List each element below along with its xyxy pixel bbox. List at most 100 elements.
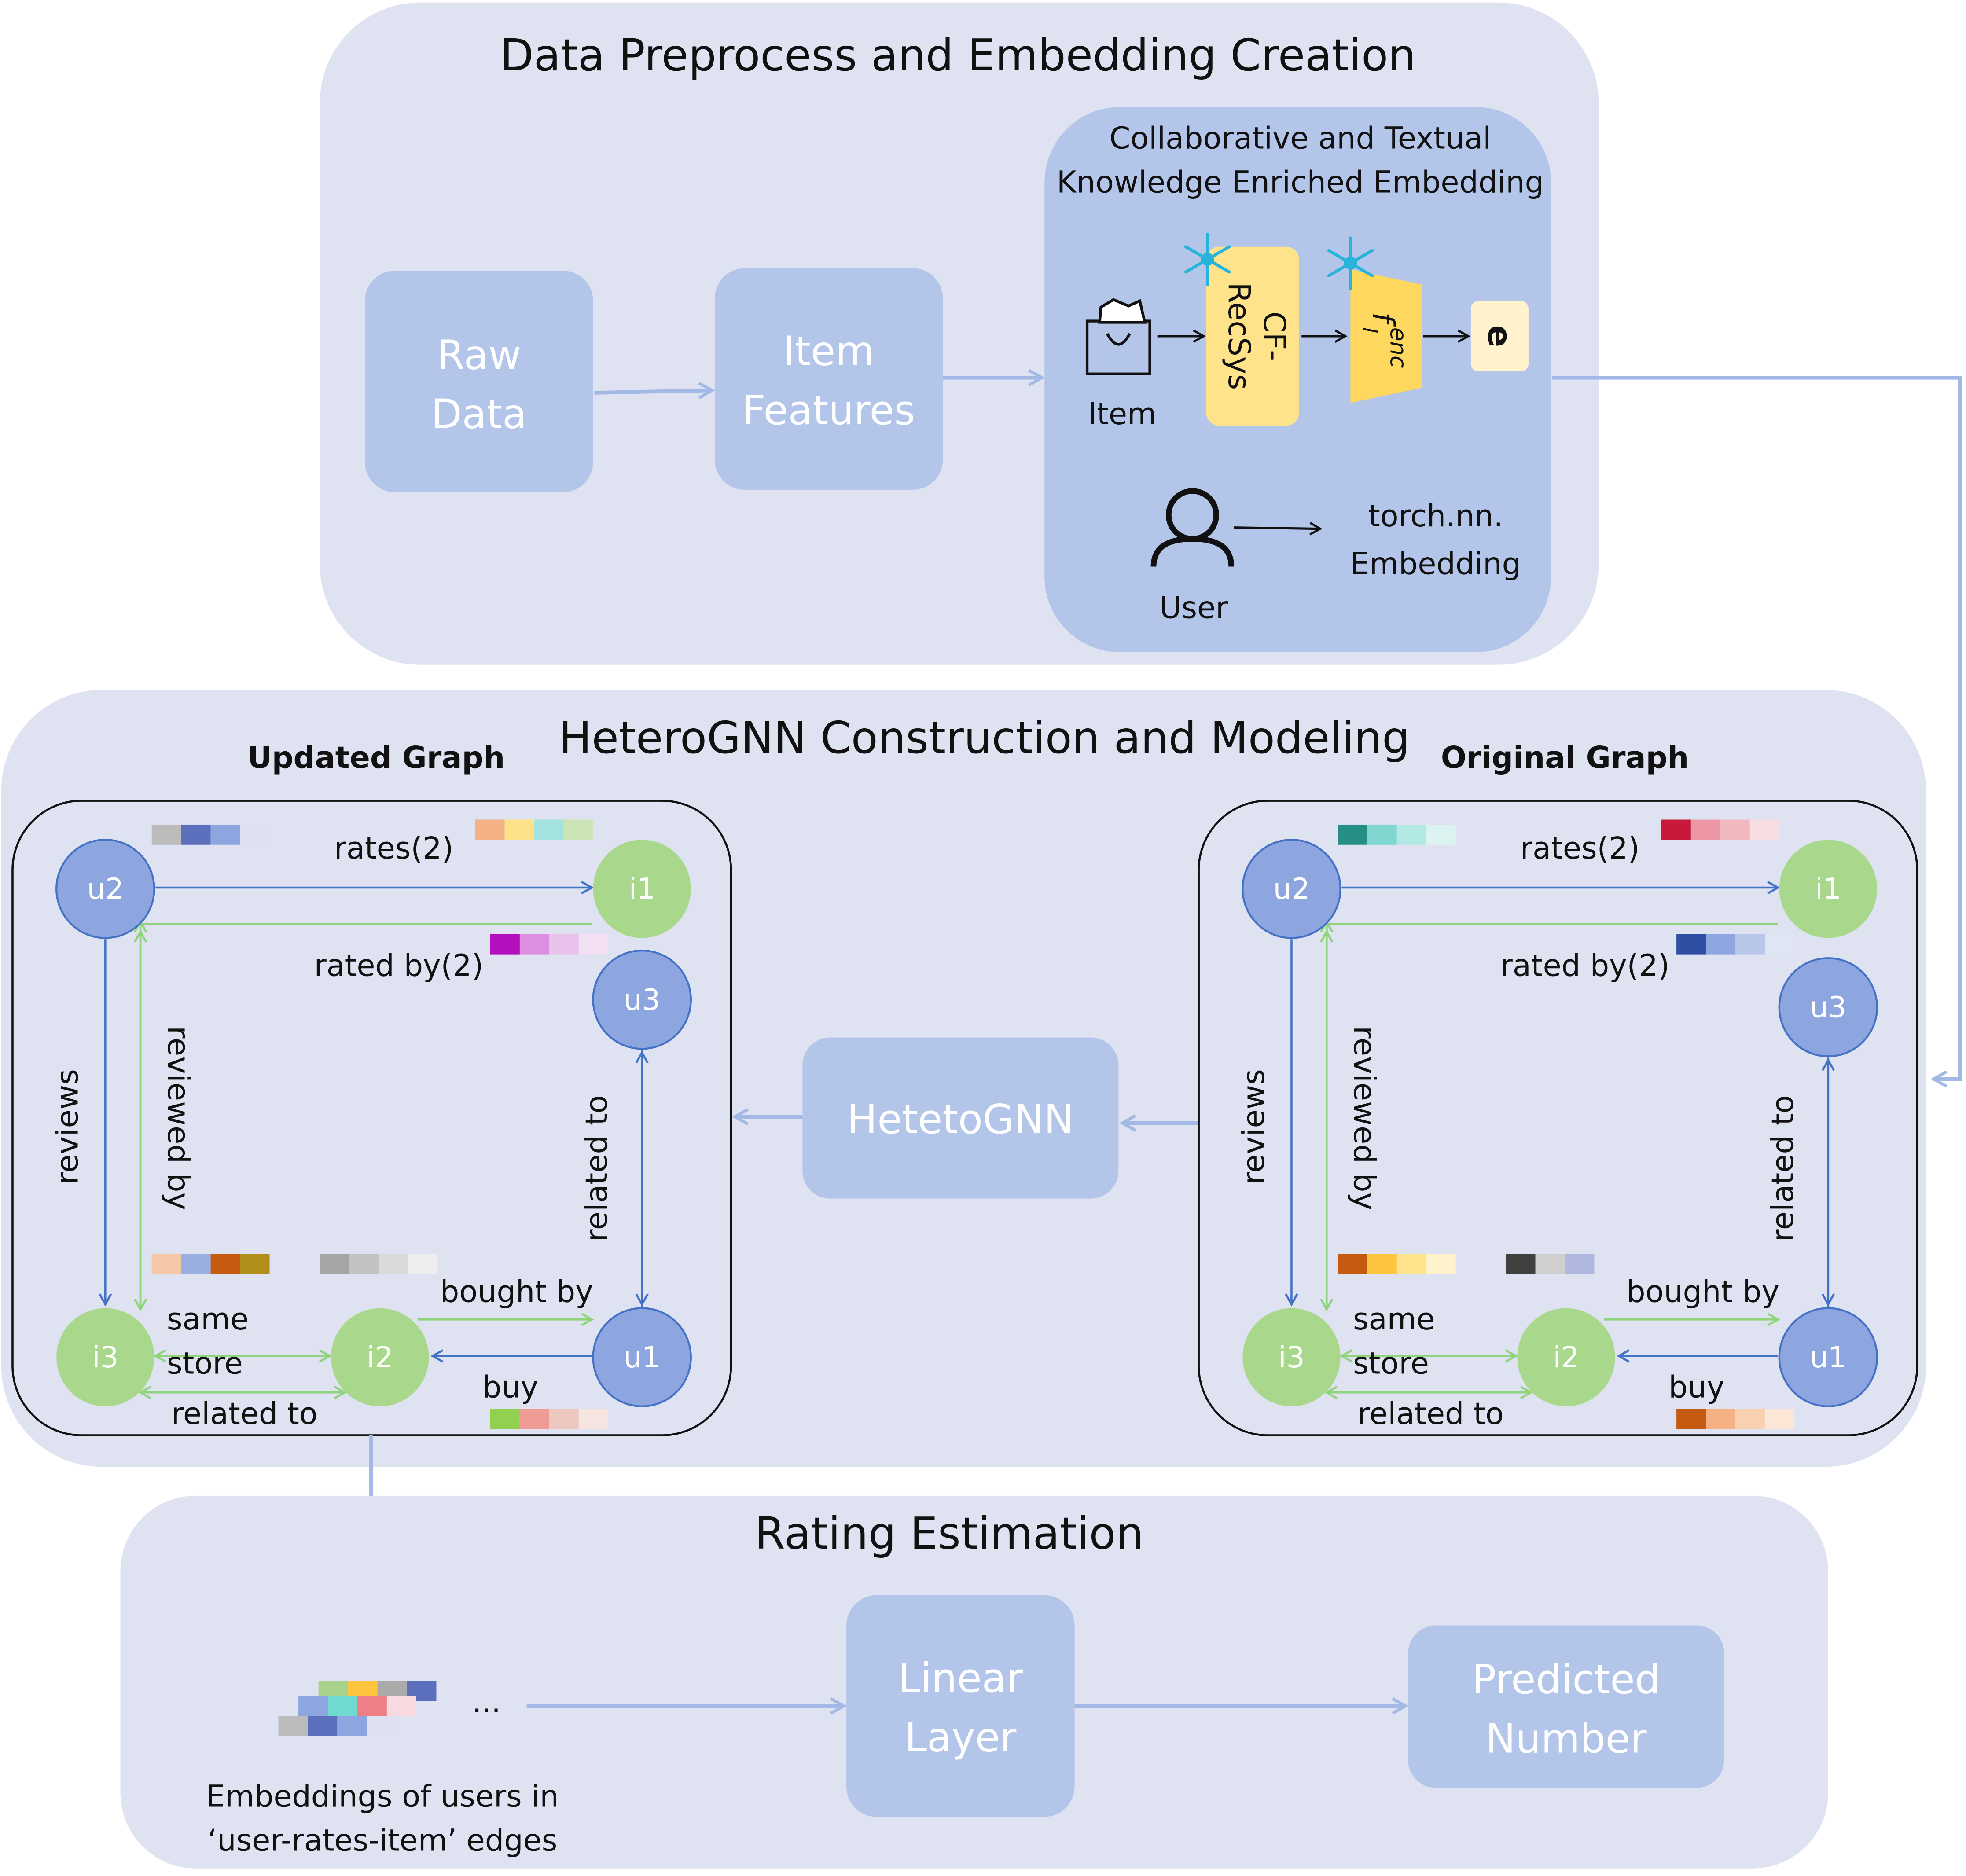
stack-cell xyxy=(337,1716,367,1736)
stack-cell xyxy=(367,1716,397,1736)
label-related-to-v: related to xyxy=(1765,1095,1801,1242)
graph-frame xyxy=(1198,800,1918,1436)
emb-buy-cell xyxy=(1735,1409,1765,1429)
stack-cell xyxy=(357,1696,387,1716)
item-features-label-1: Item xyxy=(783,328,875,375)
fenc-sup: enc xyxy=(1385,327,1411,368)
emb-rates-right-cell xyxy=(534,819,564,840)
item-features-label-2: Features xyxy=(742,387,915,434)
emb-rates-left-cell xyxy=(1396,824,1426,845)
label-reviewed-by: reviewed by xyxy=(1347,1026,1382,1210)
node-i2: i2 xyxy=(1517,1308,1615,1406)
node-label-u3: u3 xyxy=(1810,991,1846,1024)
recsys-label: RecSys xyxy=(1221,283,1257,390)
emb-buy-cell xyxy=(490,1409,520,1429)
node-label-i1: i1 xyxy=(629,873,655,906)
emb-rated-by-cell xyxy=(578,934,608,955)
stack-cell xyxy=(328,1696,357,1716)
linear-label-2: Layer xyxy=(904,1714,1017,1761)
label-related-to-v: related to xyxy=(579,1095,614,1242)
ellipsis: ... xyxy=(472,1685,501,1720)
emb-rates-left-cell xyxy=(240,824,270,845)
node-label-u2: u2 xyxy=(1273,873,1310,906)
embed-to-graph-connector xyxy=(1552,376,1962,1079)
emb-rates-left-cell xyxy=(210,824,240,845)
emb-buy-cell xyxy=(549,1409,579,1429)
label-reviews: reviews xyxy=(50,1069,85,1185)
emb-rated-by-cell xyxy=(490,934,520,955)
emb-buy-cell xyxy=(1676,1409,1706,1429)
node-label-i3: i3 xyxy=(1279,1341,1305,1374)
emb-bought-by-cell xyxy=(1535,1254,1565,1274)
label-reviews: reviews xyxy=(1236,1069,1271,1185)
embedding-e-box xyxy=(1470,301,1529,371)
emb-bought-by-cell xyxy=(349,1254,379,1274)
e-text: e xyxy=(1481,325,1519,347)
node-i2: i2 xyxy=(331,1308,429,1406)
node-label-i2: i2 xyxy=(1553,1341,1579,1374)
emb-rates-left-cell xyxy=(151,824,181,845)
emb-rates-right-cell xyxy=(504,819,534,840)
label-buy: buy xyxy=(1668,1370,1724,1405)
emb-rates-right-cell xyxy=(1661,819,1691,840)
stack-cell xyxy=(308,1716,338,1736)
heterognn-box-label: HetetoGNN xyxy=(847,1096,1074,1143)
emb-bought-by-cell xyxy=(1506,1254,1536,1274)
emb-buy-cell xyxy=(1706,1409,1736,1429)
emb-same-store-cell xyxy=(210,1254,240,1274)
torch-label-2: Embedding xyxy=(1350,546,1521,581)
cf-label: CF- xyxy=(1257,312,1292,361)
torch-label-1: torch.nn. xyxy=(1368,499,1503,534)
emb-bought-by-cell xyxy=(408,1254,438,1274)
raw-data-label-2: Data xyxy=(431,391,527,438)
node-u3: u3 xyxy=(592,949,692,1050)
snowflake-icon xyxy=(1184,232,1231,286)
emb-rated-by-cell xyxy=(549,934,579,955)
embedding-stack xyxy=(278,1681,437,1736)
emb-bought-by-cell xyxy=(1565,1254,1595,1274)
heterognn-title: HeteroGNN Construction and Modeling xyxy=(559,712,1410,764)
emb-rates-right-cell xyxy=(475,819,505,840)
linear-layer-box: Linear Layer xyxy=(846,1595,1075,1817)
user-label: User xyxy=(1159,591,1228,626)
predicted-label-2: Number xyxy=(1485,1715,1647,1762)
item-features-box: Item Features xyxy=(714,268,943,490)
fenc-encoder xyxy=(1350,269,1422,403)
embedding-box-title-1: Collaborative and Textual xyxy=(1110,121,1492,156)
original-graph-title: Original Graph xyxy=(1441,740,1689,775)
emb-rates-left-cell xyxy=(181,824,211,845)
label-related-to-h: related to xyxy=(171,1396,317,1432)
label-rates: rates(2) xyxy=(1520,831,1639,866)
embeddings-caption-1: Embeddings of users in xyxy=(206,1779,559,1814)
node-label-i2: i2 xyxy=(367,1341,393,1374)
updated-graph-title: Updated Graph xyxy=(247,740,505,775)
emb-same-store-cell xyxy=(1338,1254,1367,1274)
fenc-sub: I xyxy=(1358,327,1382,334)
emb-buy-cell xyxy=(519,1409,549,1429)
raw-data-label-1: Raw xyxy=(437,331,521,378)
node-label-u2: u2 xyxy=(87,873,124,906)
emb-same-store-cell xyxy=(240,1254,270,1274)
node-u2: u2 xyxy=(1242,839,1341,939)
emb-rated-by-cell xyxy=(1706,934,1736,955)
snowflake-icon xyxy=(1327,236,1374,290)
emb-rated-by-cell xyxy=(1735,934,1765,955)
node-label-u1: u1 xyxy=(624,1341,660,1374)
stack-cell xyxy=(386,1696,416,1716)
embedding-e-label: e xyxy=(1481,325,1519,347)
emb-rates-left-cell xyxy=(1426,824,1456,845)
emb-buy-cell xyxy=(1764,1409,1794,1429)
raw-data-box: Raw Data xyxy=(365,271,593,492)
node-i3: i3 xyxy=(56,1308,154,1406)
cf-recsys-box xyxy=(1206,246,1299,426)
emb-same-store-cell xyxy=(1367,1254,1397,1274)
emb-same-store-cell xyxy=(181,1254,211,1274)
node-label-u3: u3 xyxy=(624,983,660,1017)
label-related-to-h: related to xyxy=(1358,1396,1504,1432)
raw-to-features-arrow xyxy=(594,390,712,393)
node-label-u1: u1 xyxy=(1810,1341,1846,1374)
node-i1: i1 xyxy=(1779,840,1877,938)
label-rates: rates(2) xyxy=(334,831,453,866)
